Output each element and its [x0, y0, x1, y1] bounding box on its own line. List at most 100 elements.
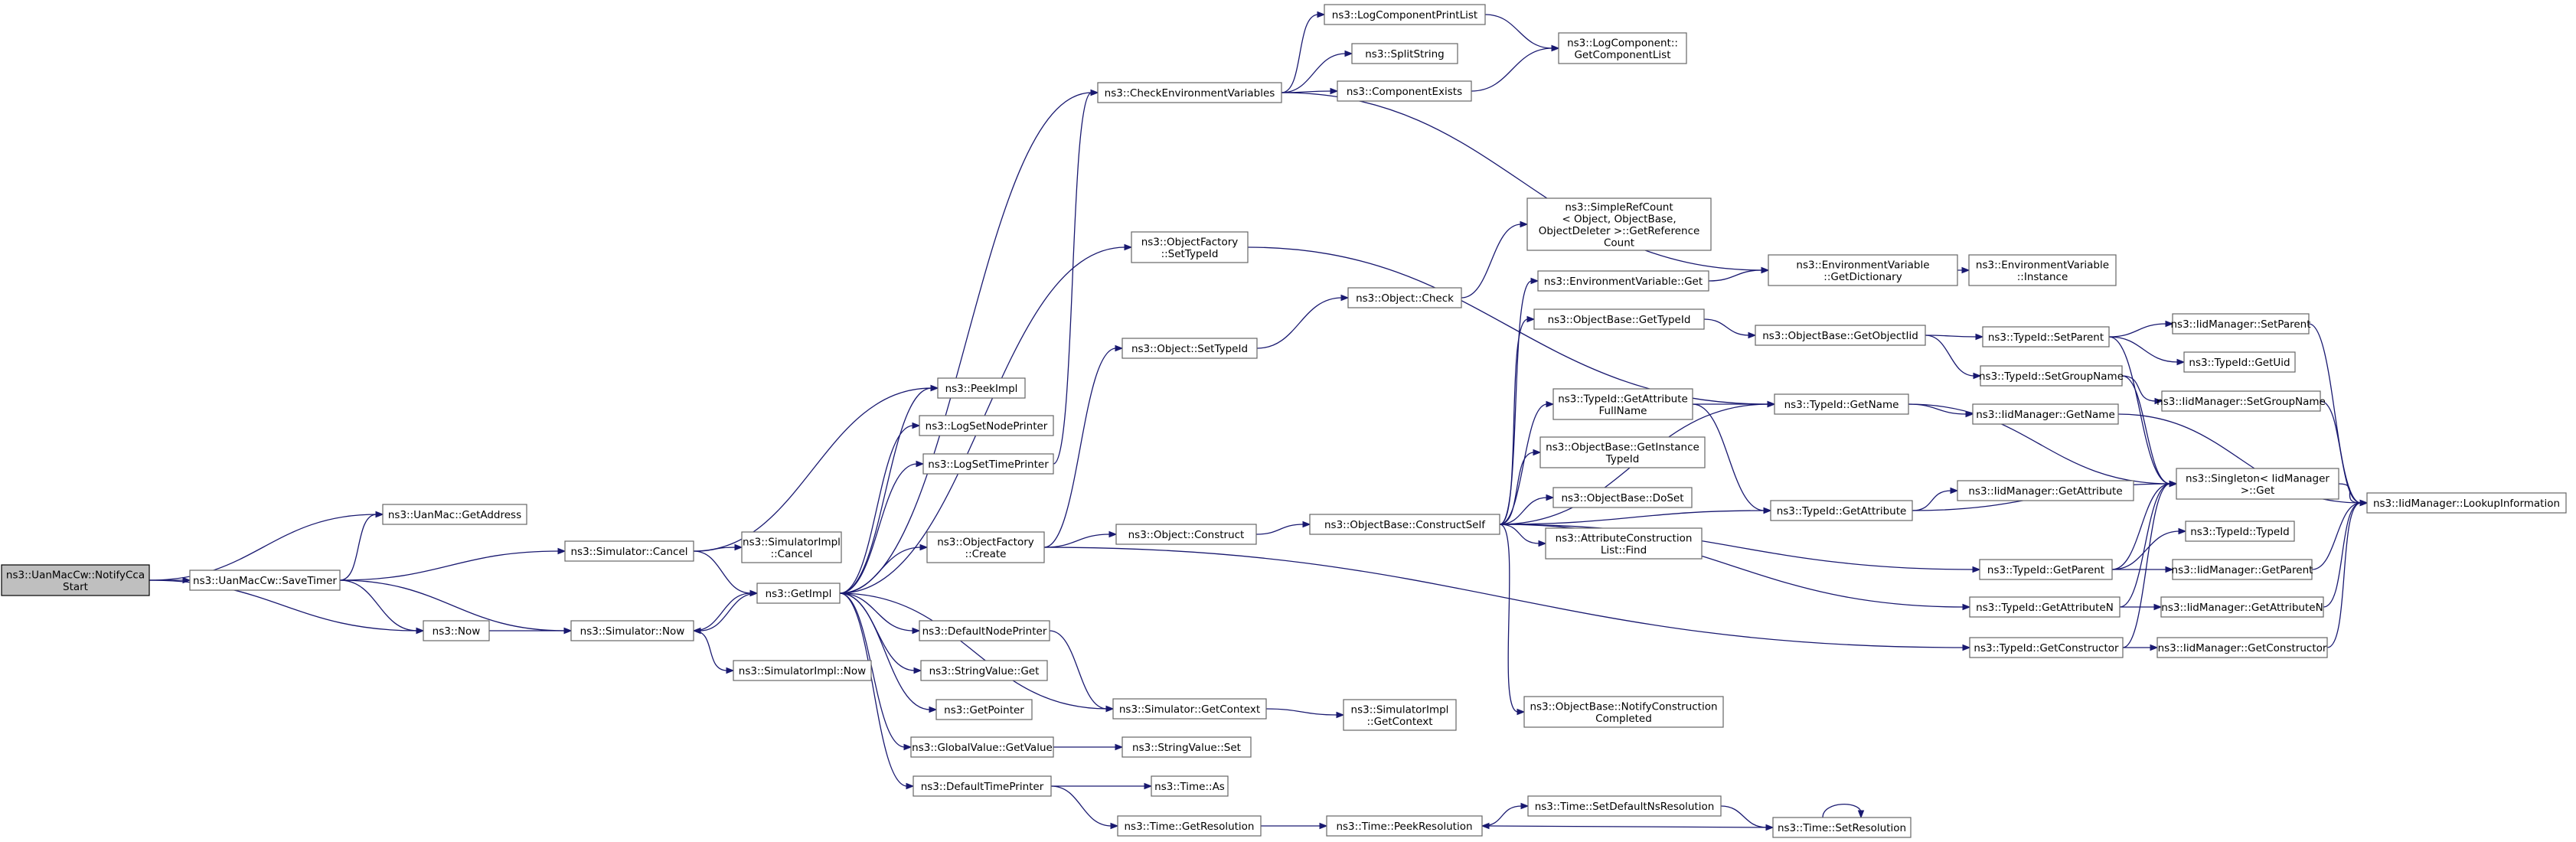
node-getobjectiid[interactable]: ns3::ObjectBase::GetObjectIid [1755, 325, 1926, 346]
node-label: ns3::IidManager::GetParent [2172, 564, 2313, 576]
node-box [1526, 197, 1712, 251]
node-simgetcontext[interactable]: ns3::Simulator::GetContext [1112, 698, 1267, 720]
node-box [2172, 559, 2313, 580]
node-typeidgetuid[interactable]: ns3::TypeId::GetUid [2183, 351, 2296, 373]
node-envget[interactable]: ns3::EnvironmentVariable::Get [1537, 270, 1709, 292]
node-timegetres[interactable]: ns3::Time::GetResolution [1117, 815, 1262, 837]
node-envgetdict[interactable]: ns3::EnvironmentVariable::GetDictionary [1768, 254, 1958, 286]
edge-getattrfullname-to-typeidgetattr [1692, 403, 1772, 514]
node-simcancel[interactable]: ns3::Simulator::Cancel [564, 540, 694, 562]
node-objcheck[interactable]: ns3::Object::Check [1347, 287, 1462, 308]
node-getpointer[interactable]: ns3::GetPointer [935, 699, 1033, 720]
node-compexists[interactable]: ns3::ComponentExists [1337, 80, 1472, 102]
node-globalget[interactable]: ns3::GlobalValue::GetValue [910, 736, 1054, 758]
node-label: ::Instance [2017, 271, 2068, 283]
node-iidgetattr[interactable]: ns3::IidManager::GetAttribute [1957, 480, 2134, 501]
node-box [733, 660, 872, 681]
node-objfactsettype[interactable]: ns3::ObjectFactory::SetTypeId [1131, 231, 1249, 263]
node-objfactcreate[interactable]: ns3::ObjectFactory::Create [926, 531, 1045, 563]
node-setresolution[interactable]: ns3::Time::SetResolution [1772, 817, 1912, 838]
node-typeidgetattrn[interactable]: ns3::TypeId::GetAttributeN [1969, 596, 2121, 618]
node-strvalget[interactable]: ns3::StringValue::Get [920, 660, 1048, 681]
edge-setresolution-to-setresolution [1822, 804, 1865, 819]
node-iidgetattrn[interactable]: ns3::IidManager::GetAttributeN [2160, 596, 2324, 618]
node-label: ns3::IidManager::GetName [1976, 409, 2115, 421]
node-box [910, 736, 1054, 758]
node-simimplcancel[interactable]: ns3::SimulatorImpl::Cancel [741, 531, 842, 563]
edge-globalget-to-strvalset [1053, 743, 1124, 751]
node-typeidtypeid[interactable]: ns3::TypeId::TypeId [2185, 521, 2295, 542]
node-iidsetparent[interactable]: ns3::IidManager::SetParent [2171, 313, 2311, 335]
node-label: ns3::Time::As [1154, 781, 1225, 793]
node-iidgetconstructor[interactable]: ns3::IidManager::GetConstructor [2156, 637, 2328, 658]
node-box [1351, 43, 1458, 64]
node-label: >::Get [2241, 485, 2274, 497]
node-iidsetgroup[interactable]: ns3::IidManager::SetGroupName [2156, 390, 2326, 412]
node-box [919, 620, 1050, 641]
node-timeas[interactable]: ns3::Time::As [1151, 775, 1229, 797]
node-typeidgetconstructor[interactable]: ns3::TypeId::GetConstructor [1969, 637, 2124, 658]
edge-construcself-to-getinstancetypeid [1499, 449, 1542, 525]
node-simimplgetctx[interactable]: ns3::SimulatorImpl::GetContext [1343, 699, 1457, 731]
node-label: ns3::SplitString [1365, 48, 1445, 60]
node-checkenv[interactable]: ns3::CheckEnvironmentVariables [1097, 82, 1282, 103]
node-deftimeprinter[interactable]: ns3::DefaultTimePrinter [913, 775, 1052, 797]
node-logcompprint[interactable]: ns3::LogComponentPrintList [1324, 4, 1486, 25]
node-typeidgetname[interactable]: ns3::TypeId::GetName [1774, 393, 1909, 415]
node-now[interactable]: ns3::Now [423, 620, 490, 641]
node-box [2156, 637, 2328, 658]
node-objbasegettypeid[interactable]: ns3::ObjectBase::GetTypeId [1533, 308, 1705, 330]
node-label: ns3::DefaultTimePrinter [921, 781, 1044, 793]
node-envinstance[interactable]: ns3::EnvironmentVariable::Instance [1968, 254, 2117, 286]
node-typeidsetgroup[interactable]: ns3::TypeId::SetGroupName [1979, 365, 2124, 387]
edge-savetimer-to-getaddress [339, 511, 384, 581]
node-notifyconstruct[interactable]: ns3::ObjectBase::NotifyConstructionCompl… [1523, 696, 1724, 728]
node-peekimpl[interactable]: ns3::PeekImpl [937, 377, 1026, 399]
node-typeidgetparent[interactable]: ns3::TypeId::GetParent [1979, 559, 2113, 580]
node-label: ns3::TypeId::GetParent [1987, 564, 2104, 576]
node-iidgetparent[interactable]: ns3::IidManager::GetParent [2172, 559, 2313, 580]
node-objconstruct[interactable]: ns3::Object::Construct [1115, 524, 1257, 545]
node-getimpl[interactable]: ns3::GetImpl [756, 583, 841, 604]
node-label: ns3::IidManager::GetAttributeN [2161, 602, 2323, 614]
node-objsettypeid[interactable]: ns3::Object::SetTypeId [1121, 338, 1258, 359]
edge-construcself-to-notifyconstruct [1499, 524, 1526, 716]
node-logsettime[interactable]: ns3::LogSetTimePrinter [922, 453, 1054, 475]
node-splitstring[interactable]: ns3::SplitString [1351, 43, 1458, 64]
node-getaddress[interactable]: ns3::UanMac::GetAddress [382, 504, 527, 525]
node-construcself[interactable]: ns3::ObjectBase::ConstructSelf [1309, 514, 1500, 535]
node-box [1337, 80, 1472, 102]
node-defnodeprinter[interactable]: ns3::DefaultNodePrinter [919, 620, 1050, 641]
node-logsetnode[interactable]: ns3::LogSetNodePrinter [919, 415, 1054, 436]
node-label: ns3::LogComponentPrintList [1332, 9, 1477, 21]
node-savetimer[interactable]: ns3::UanMacCw::SaveTimer [189, 569, 341, 591]
node-label: TypeId [1605, 453, 1640, 465]
node-typeidgetattr[interactable]: ns3::TypeId::GetAttribute [1770, 500, 1913, 521]
node-lookup[interactable]: ns3::IidManager::LookupInformation [2366, 492, 2567, 514]
node-label: ns3::SimulatorImpl::Now [739, 665, 866, 677]
edge-typeidgetparent-to-iidgetparent [2112, 566, 2174, 573]
node-setdefaultns[interactable]: ns3::Time::SetDefaultNsResolution [1527, 795, 1722, 817]
node-singleton[interactable]: ns3::Singleton< IidManager >::Get [2176, 468, 2339, 500]
node-label: ns3::Time::SetResolution [1778, 822, 1906, 834]
node-label: ns3::ObjectFactory [937, 536, 1034, 548]
node-box [1969, 637, 2124, 658]
node-peekres[interactable]: ns3::Time::PeekResolution [1326, 815, 1483, 837]
edge-savetimer-to-simcancel [339, 547, 566, 581]
node-label: ::Create [965, 548, 1007, 560]
node-simplerefcount[interactable]: ns3::SimpleRefCount< Object, ObjectBase,… [1526, 197, 1712, 251]
node-box [1968, 254, 2117, 286]
node-simnow[interactable]: ns3::Simulator::Now [570, 620, 694, 641]
node-iidgetname[interactable]: ns3::IidManager::GetName [1972, 403, 2119, 425]
node-doset[interactable]: ns3::ObjectBase::DoSet [1552, 487, 1693, 508]
node-typeidsetparent[interactable]: ns3::TypeId::SetParent [1982, 326, 2110, 348]
node-simimplnow[interactable]: ns3::SimulatorImpl::Now [733, 660, 872, 681]
edge-objsettypeid-to-objcheck [1256, 294, 1350, 349]
edge-simnow-to-getimpl [693, 589, 759, 632]
node-strvalset[interactable]: ns3::StringValue::Set [1121, 736, 1252, 758]
node-logcompgetlist[interactable]: ns3::LogComponent::GetComponentList [1558, 32, 1687, 64]
